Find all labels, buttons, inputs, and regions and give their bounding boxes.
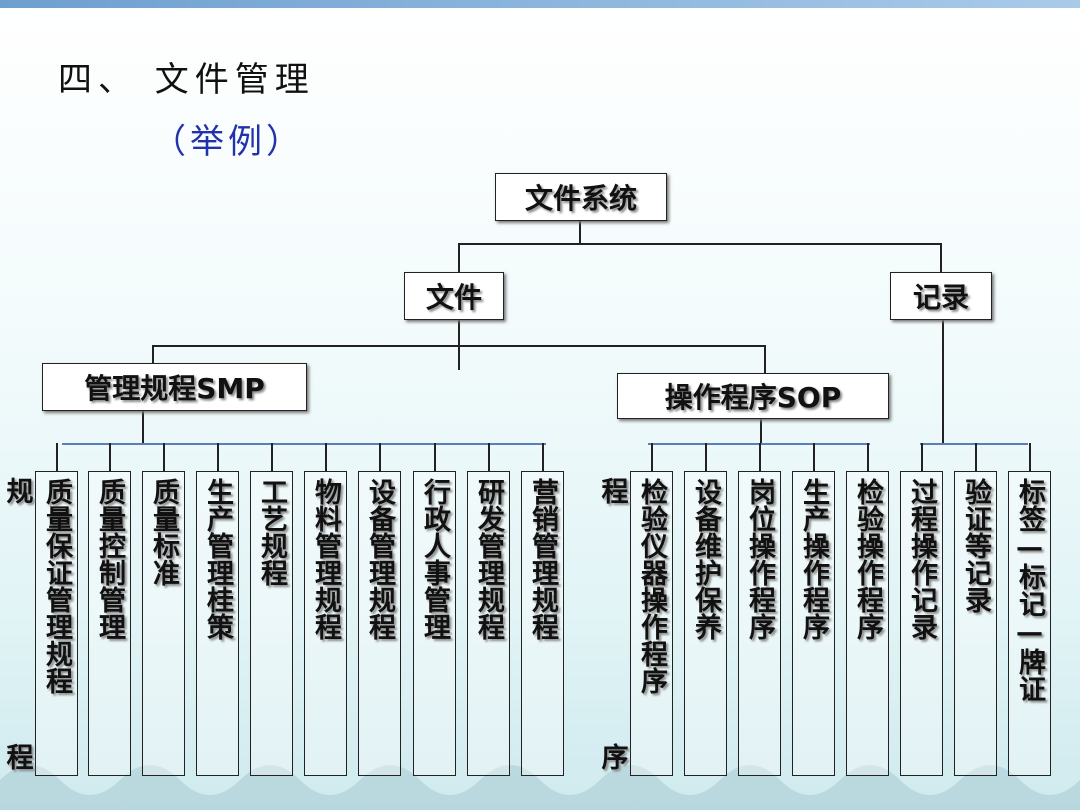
stray-label-column: 程 序 [595,471,629,776]
connector [651,443,653,471]
connector [542,443,544,471]
connector [760,417,762,443]
smp-item: 工艺规程 [250,471,293,776]
smp-item: 行政人事管理 [413,471,456,776]
sop-item: 检验操作程序 [846,471,889,776]
connector [379,443,381,471]
smp-item: 物料管理规程 [304,471,347,776]
connector [217,443,219,471]
sop-item: 设备维护保养 [684,471,727,776]
connector [109,443,111,471]
connector [813,443,815,471]
sop-item: 岗位操作程序 [738,471,781,776]
connector [163,443,165,471]
connector [705,443,707,471]
smp-item: 生产管理桂策 [196,471,239,776]
record-item: 过程操作记录 [900,471,943,776]
connector [271,443,273,471]
connector [920,443,1028,445]
smp-item: 设备管理规程 [358,471,401,776]
node-smp: 管理规程SMP [42,363,307,411]
stray-label: 规 [1,477,33,504]
sop-item: 生产操作程序 [792,471,835,776]
connector [325,443,327,471]
connector [488,443,490,471]
stray-label: 程 [1,743,33,770]
stray-label-column: 规 程 [0,471,34,776]
connector [867,443,869,471]
connector [152,345,766,347]
node-sop: 操作程序SOP [617,373,889,419]
connector [434,443,436,471]
node-file-system: 文件系统 [495,173,667,221]
smp-item: 营销管理规程 [521,471,564,776]
slide-title: 四、 文件管理 [58,60,315,100]
connector [579,219,581,243]
record-item: 验证等记录 [954,471,997,776]
connector [56,443,58,471]
connector [1029,443,1031,471]
connector [759,443,761,471]
wave-background-decoration [0,765,1080,810]
connector [142,409,144,443]
connector [458,318,460,370]
stray-label: 序 [596,743,628,770]
connector [764,345,766,373]
sop-item: 检验仪器操作程序 [630,471,673,776]
slide-subtitle: （举例） [152,122,304,162]
smp-item: 质量标准 [142,471,185,776]
connector [458,243,460,272]
node-documents: 文件 [404,272,504,320]
smp-item: 质量控制管理 [88,471,131,776]
stray-label: 程 [596,477,628,504]
connector [62,443,546,445]
connector [152,345,154,363]
connector [975,443,977,471]
smp-item: 研发管理规程 [467,471,510,776]
connector [458,243,942,245]
top-accent-band [0,0,1080,8]
smp-item: 质量保证管理规程 [35,471,78,776]
connector [921,443,923,471]
connector [940,243,942,272]
record-item: 标签—标记—牌证 [1008,471,1051,776]
connector [942,318,944,443]
node-records: 记录 [890,272,992,320]
